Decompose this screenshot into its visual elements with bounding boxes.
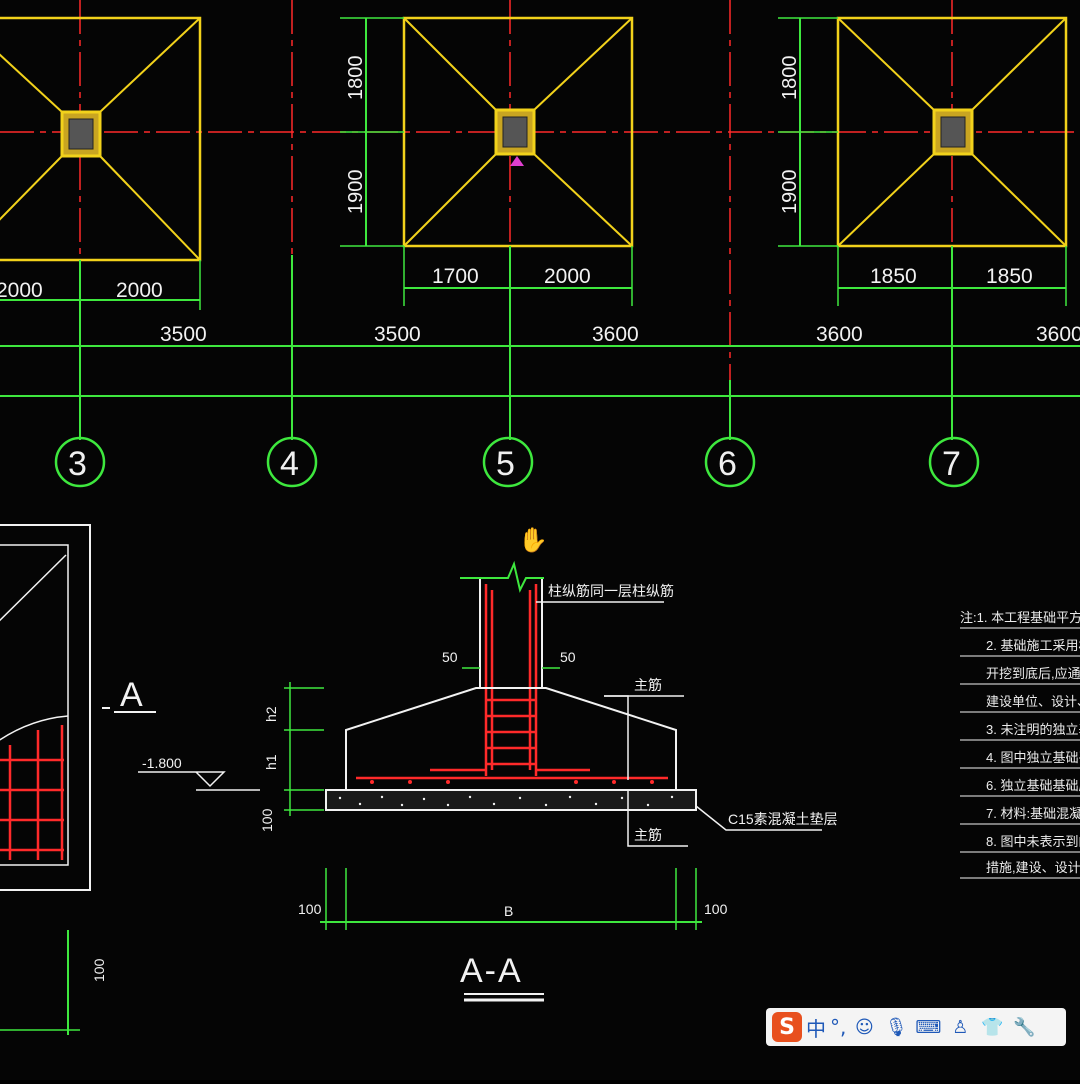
footing-2-top-dim: 1800 xyxy=(345,56,367,101)
section-marker: A -1.800 xyxy=(102,676,260,791)
footing-3-left-dim: 1850 xyxy=(870,265,917,288)
note-line-3: 开挖到底后,应通知勘 xyxy=(986,666,1080,681)
spacing-dim-3: 3600 xyxy=(592,323,639,346)
note-line-2: 2. 基础施工采用机械开 xyxy=(986,638,1080,653)
note-line-4: 建设单位、设计、监 xyxy=(986,694,1080,709)
rebar-dots xyxy=(370,780,654,784)
axis-bubble-7 xyxy=(928,436,980,488)
footing-1[interactable]: 2000 2000 xyxy=(0,16,202,310)
notes-block: 注:1. 本工程基础平方案根 2. 基础施工采用机械开 开挖到底后,应通知勘 建… xyxy=(960,610,1080,879)
note-line-9: 8. 图中未表示到的 xyxy=(986,834,1080,849)
column-rebar xyxy=(484,584,538,776)
axis-label-4: 4 xyxy=(280,445,299,483)
note-line-6: 4. 图中独立基础平面 xyxy=(986,750,1080,765)
ime-toolbar[interactable]: S 中 °, ☺ 🎙 ⌨ ♙ 👕 🔧 xyxy=(766,1008,1066,1046)
right-cover-dim: 50 xyxy=(560,649,576,665)
ime-mode-toggle[interactable]: 中 xyxy=(806,1016,826,1041)
pan-cursor-icon: ✋ xyxy=(518,526,548,554)
spacing-dims: 3500 3500 3600 3600 3600 xyxy=(160,323,1080,346)
ime-punct-toggle[interactable]: °, xyxy=(830,1015,847,1039)
axis-label-6: 6 xyxy=(718,445,737,483)
footing-2-right-dim: 2000 xyxy=(544,265,591,288)
note-line-1: 注:1. 本工程基础平方案根 xyxy=(960,610,1080,625)
emoji-icon[interactable]: ☺ xyxy=(854,1016,874,1038)
note-line-7: 6. 独立基础基础底面 xyxy=(986,778,1080,793)
footing-1-right-dim: 2000 xyxy=(116,279,163,302)
note-line-5: 3. 未注明的独立基础 xyxy=(986,722,1080,737)
axis-bubble-6 xyxy=(704,436,756,488)
left-cover-dim: 50 xyxy=(442,649,458,665)
left-detail: 100 xyxy=(0,524,107,1035)
axis-label-7: 7 xyxy=(942,445,961,483)
mic-icon[interactable]: 🎙 xyxy=(884,1016,908,1038)
concrete-note: C15素混凝土垫层 xyxy=(728,811,838,827)
bottom-rebar-label: 主筋 xyxy=(634,827,662,843)
base-thickness-dim: 100 xyxy=(259,808,275,832)
h2-label: h2 xyxy=(263,706,279,722)
spacing-dim-1: 3500 xyxy=(160,323,207,346)
width-label: B xyxy=(504,903,513,919)
note-line-8: 7. 材料:基础混凝土 xyxy=(986,806,1080,821)
footing-2-left-dim: 1700 xyxy=(432,265,479,288)
keyboard-icon[interactable]: ⌨ xyxy=(915,1016,942,1038)
axis-bubble-5 xyxy=(482,436,534,488)
h1-label: h1 xyxy=(263,754,279,770)
footing-2-bottom-dim: 1900 xyxy=(345,170,367,215)
spacing-dim-4: 3600 xyxy=(816,323,863,346)
axis-bubbles: 3 4 5 6 7 xyxy=(54,436,980,488)
spacing-dim-2: 3500 xyxy=(374,323,421,346)
top-rebar-label: 主筋 xyxy=(634,677,662,693)
axis-bubble-4 xyxy=(266,436,318,488)
axis-label-5: 5 xyxy=(496,445,515,483)
wrench-icon[interactable]: 🔧 xyxy=(1013,1016,1036,1038)
footing-2[interactable]: 1800 1900 1700 2000 xyxy=(340,16,634,306)
left-offset-dim: 100 xyxy=(298,901,322,917)
ime-logo[interactable]: S xyxy=(772,1012,802,1042)
left-detail-dim: 100 xyxy=(91,958,107,982)
footing-3[interactable]: 1800 1900 1850 1850 xyxy=(778,16,1068,306)
section-marker-label: A xyxy=(120,676,143,714)
footing-1-left-dim: 2000 xyxy=(0,279,43,302)
user-icon[interactable]: ♙ xyxy=(952,1016,969,1038)
plan-rebar-grid xyxy=(0,725,64,860)
axis-label-3: 3 xyxy=(68,445,87,483)
column-note: 柱纵筋同一层柱纵筋 xyxy=(548,583,674,599)
pick-marker xyxy=(510,156,524,166)
axis-grid xyxy=(0,246,1080,440)
section-title: A-A xyxy=(460,952,523,990)
footing-3-right-dim: 1850 xyxy=(986,265,1033,288)
elevation-label: -1.800 xyxy=(142,755,182,771)
section-a-a[interactable]: 柱纵筋同一层柱纵筋 50 50 h2 h1 100 xyxy=(259,560,838,1002)
concrete-pad xyxy=(325,789,697,811)
note-line-10: 措施,建设、设计、监 xyxy=(986,860,1080,875)
axis-bubble-3 xyxy=(54,436,106,488)
footing-3-bottom-dim: 1900 xyxy=(779,170,801,215)
right-offset-dim: 100 xyxy=(704,901,728,917)
shirt-icon[interactable]: 👕 xyxy=(981,1016,1004,1038)
footing-3-top-dim: 1800 xyxy=(779,56,801,101)
spacing-dim-5: 3600 xyxy=(1036,323,1080,346)
pad-hatch xyxy=(338,795,674,807)
